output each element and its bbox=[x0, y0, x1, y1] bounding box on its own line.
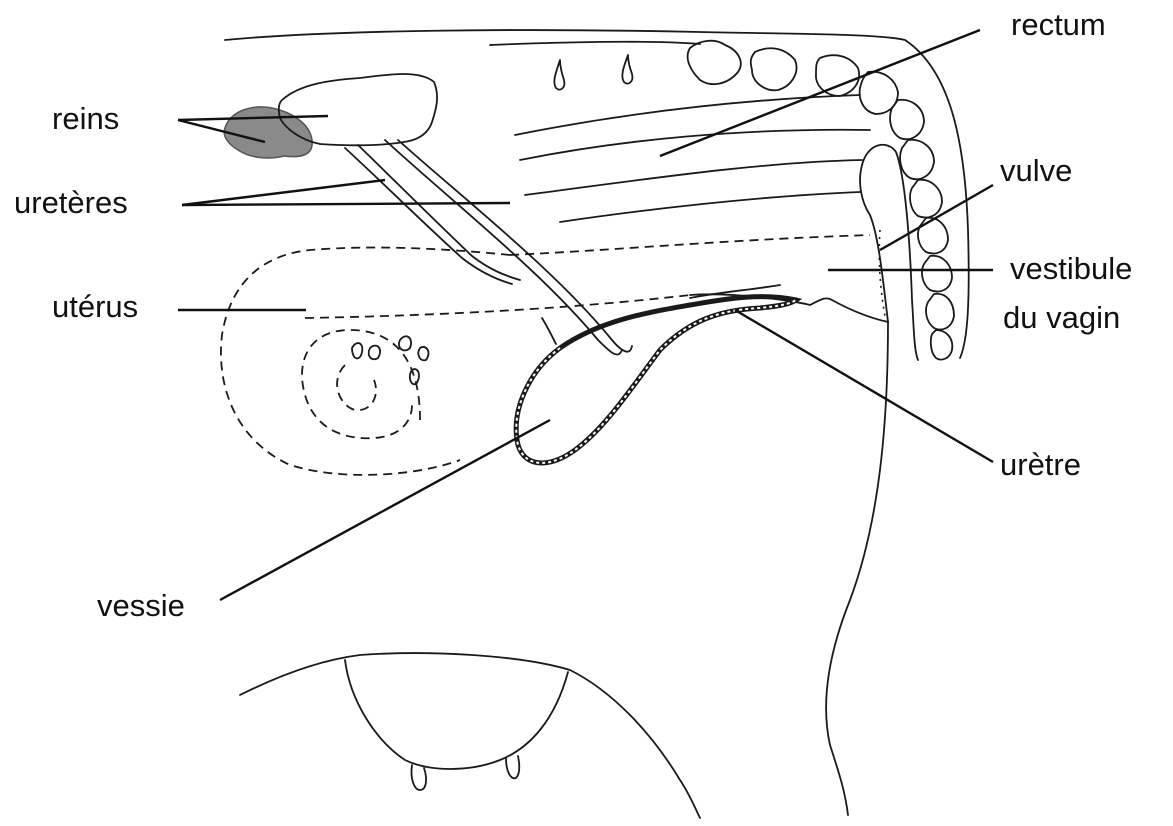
drop-1 bbox=[554, 60, 564, 90]
leader-uretre bbox=[735, 310, 993, 462]
ureter-2b bbox=[398, 140, 632, 352]
kidney-left bbox=[224, 107, 312, 158]
label-ureteres: uretères bbox=[14, 187, 128, 218]
label-reins: reins bbox=[52, 103, 119, 134]
rectum-wall-1 bbox=[515, 95, 860, 135]
teat-1 bbox=[411, 765, 426, 790]
leader-vessie bbox=[220, 420, 550, 600]
bladder-hatch bbox=[516, 300, 796, 463]
label-vestibule-line1: vestibule bbox=[1010, 253, 1132, 284]
rectum-upper-wall bbox=[490, 42, 700, 45]
belly-line bbox=[240, 653, 700, 818]
uterus-outline bbox=[221, 248, 510, 475]
vulva-lip bbox=[860, 165, 888, 322]
rectum-wall-3 bbox=[525, 160, 862, 195]
ureter-2a bbox=[385, 140, 622, 355]
uterine-horn bbox=[302, 330, 420, 438]
label-vulve: vulve bbox=[1000, 155, 1072, 186]
ligament bbox=[542, 318, 556, 344]
ureter-1b bbox=[358, 145, 520, 280]
leader-ureteres-1 bbox=[182, 180, 385, 205]
label-uretre: urètre bbox=[1000, 449, 1081, 480]
uterus-body-top bbox=[510, 235, 870, 255]
leader-rectum bbox=[660, 30, 980, 156]
label-rectum: rectum bbox=[1011, 9, 1106, 40]
leader-vulve bbox=[880, 185, 993, 250]
ovary-sketch bbox=[352, 336, 428, 384]
label-vestibule-line2: du vagin bbox=[1003, 302, 1120, 333]
teat-2 bbox=[506, 756, 519, 778]
leader-ureteres-2 bbox=[182, 203, 510, 205]
leader-lines bbox=[178, 30, 993, 600]
rectum-wall-2 bbox=[520, 130, 870, 160]
vagina-upper-wall bbox=[560, 192, 860, 222]
uterine-horn-inner bbox=[337, 365, 376, 410]
label-uterus: utérus bbox=[52, 291, 138, 322]
udder bbox=[345, 660, 568, 769]
label-vessie: vessie bbox=[97, 590, 185, 621]
drop-2 bbox=[622, 55, 632, 84]
